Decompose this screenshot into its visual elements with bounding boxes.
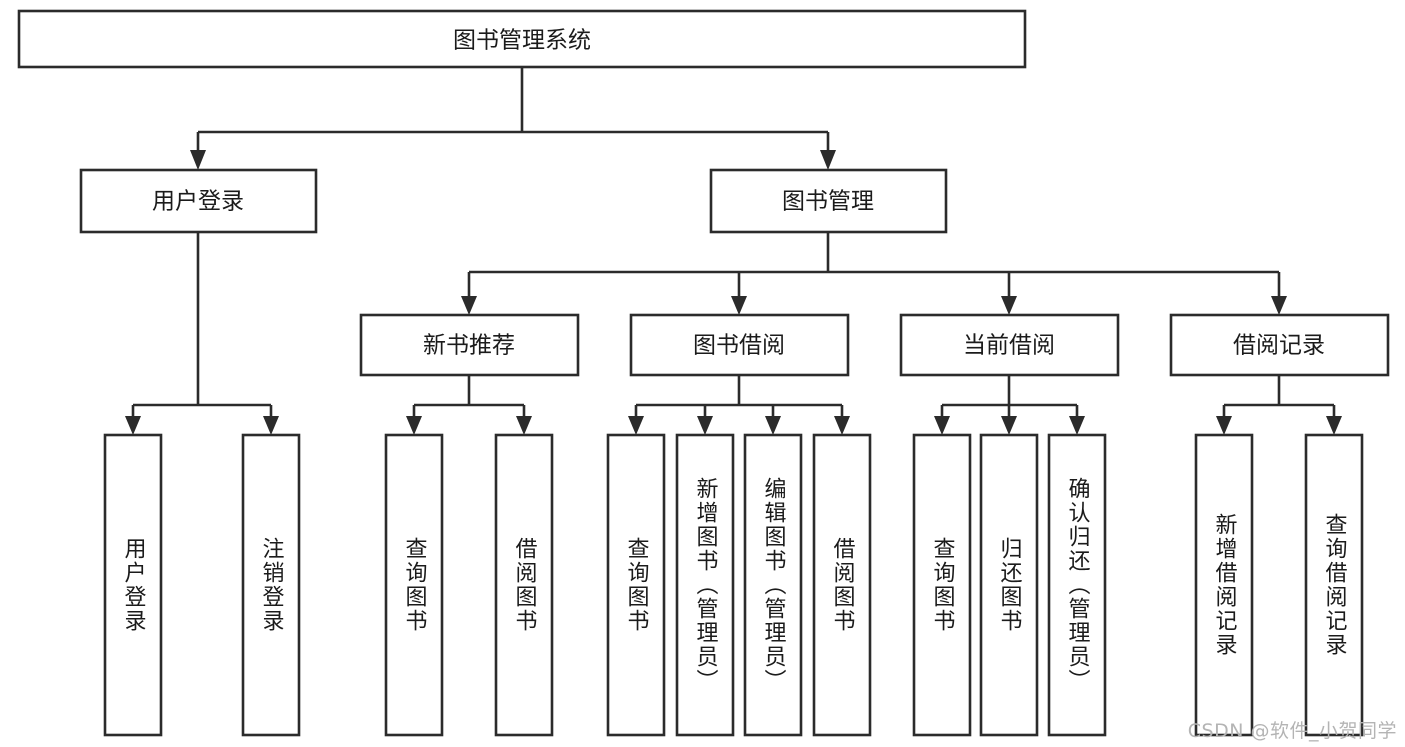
leaf-node-recommend-borrow-book-box[interactable] — [494, 433, 554, 737]
node-user-login[interactable]: 用户登录 — [79, 168, 318, 234]
connector-layer — [125, 67, 1342, 435]
leaf-node-add-book-admin[interactable]: 新增图书（管理员） — [675, 433, 735, 737]
leaf-node-current-query-book-box[interactable] — [912, 433, 972, 737]
arrowhead-borrow-leaf-3 — [765, 416, 781, 435]
leaf-node-confirm-return-admin[interactable]: 确认归还（管理员） — [1047, 433, 1107, 737]
arrowhead-record-leaf-2 — [1326, 416, 1342, 435]
arrowhead-borrow-leaf-4 — [834, 416, 850, 435]
arrowhead-leaf-logout — [263, 416, 279, 435]
arrowhead-current-borrow — [1001, 296, 1017, 315]
leaf-node-user-login-box[interactable] — [103, 433, 163, 737]
node-current-borrow-box[interactable] — [899, 313, 1120, 377]
arrowhead-borrow-leaf-2 — [697, 416, 713, 435]
node-current-borrow[interactable]: 当前借阅 — [899, 313, 1120, 377]
arrowhead-borrow-leaf-1 — [628, 416, 644, 435]
arrowhead-leaf-user-login — [125, 416, 141, 435]
arrowhead-current-leaf-1 — [934, 416, 950, 435]
leaf-node-recommend-query-book-label: 查询图书 — [402, 537, 428, 633]
leaf-node-user-login-label: 用户登录 — [121, 537, 147, 633]
leaf-node-borrow-book-label: 借阅图书 — [830, 537, 856, 633]
leaf-node-borrow-query-book-label: 查询图书 — [624, 537, 650, 633]
leaf-node-query-borrow-record[interactable]: 查询借阅记录 — [1304, 433, 1364, 737]
arrowhead-current-leaf-3 — [1069, 416, 1085, 435]
leaf-node-logout[interactable]: 注销登录 — [241, 433, 301, 737]
node-book-manage[interactable]: 图书管理 — [709, 168, 948, 234]
leaf-node-recommend-query-book-box[interactable] — [384, 433, 444, 737]
leaf-node-borrow-query-book[interactable]: 查询图书 — [606, 433, 666, 737]
node-root-box[interactable] — [17, 9, 1027, 69]
leaf-node-recommend-borrow-book[interactable]: 借阅图书 — [494, 433, 554, 737]
node-user-login-box[interactable] — [79, 168, 318, 234]
leaf-node-current-query-book[interactable]: 查询图书 — [912, 433, 972, 737]
leaf-node-add-borrow-record-label: 新增借阅记录 — [1212, 513, 1238, 657]
node-book-borrow-box[interactable] — [629, 313, 850, 377]
leaf-node-add-book-admin-box[interactable] — [675, 433, 735, 737]
leaf-node-return-book-label: 归还图书 — [997, 537, 1023, 633]
csdn-watermark: CSDN @软件_小贺同学 — [1187, 720, 1397, 742]
leaf-node-query-borrow-record-box[interactable] — [1304, 433, 1364, 737]
leaf-node-add-borrow-record[interactable]: 新增借阅记录 — [1194, 433, 1254, 737]
leaf-node-user-login[interactable]: 用户登录 — [103, 433, 163, 737]
arrowhead-current-leaf-2 — [1001, 416, 1017, 435]
leaf-node-query-borrow-record-label: 查询借阅记录 — [1322, 513, 1348, 657]
node-borrow-record[interactable]: 借阅记录 — [1169, 313, 1390, 377]
leaf-node-confirm-return-admin-box[interactable] — [1047, 433, 1107, 737]
leaf-node-logout-box[interactable] — [241, 433, 301, 737]
leaf-node-recommend-borrow-book-label: 借阅图书 — [512, 537, 538, 633]
arrowhead-user-login — [190, 150, 206, 170]
node-new-book-recommend-box[interactable] — [359, 313, 580, 377]
node-borrow-record-box[interactable] — [1169, 313, 1390, 377]
node-new-book-recommend[interactable]: 新书推荐 — [359, 313, 580, 377]
arrowhead-recommend-leaf-2 — [516, 416, 532, 435]
leaf-node-confirm-return-admin-label: 确认归还（管理员） — [1065, 477, 1091, 693]
leaf-node-edit-book-admin-label: 编辑图书（管理员） — [761, 477, 787, 693]
leaf-node-recommend-query-book[interactable]: 查询图书 — [384, 433, 444, 737]
node-new-book-recommend-label: 新书推荐 — [423, 333, 515, 359]
leaf-node-current-query-book-label: 查询图书 — [930, 537, 956, 633]
arrowhead-recommend-leaf-1 — [406, 416, 422, 435]
leaf-node-return-book-box[interactable] — [979, 433, 1039, 737]
node-root[interactable]: 图书管理系统 — [17, 9, 1027, 69]
leaf-node-add-book-admin-label: 新增图书（管理员） — [693, 477, 719, 693]
node-current-borrow-label: 当前借阅 — [963, 333, 1055, 359]
leaf-node-edit-book-admin-box[interactable] — [743, 433, 803, 737]
arrowhead-borrow-record — [1271, 296, 1287, 315]
node-book-manage-box[interactable] — [709, 168, 948, 234]
node-book-borrow[interactable]: 图书借阅 — [629, 313, 850, 377]
node-book-borrow-label: 图书借阅 — [693, 333, 785, 359]
node-book-manage-label: 图书管理 — [782, 189, 874, 215]
node-user-login-label: 用户登录 — [152, 189, 244, 215]
leaf-node-add-borrow-record-box[interactable] — [1194, 433, 1254, 737]
leaf-node-edit-book-admin[interactable]: 编辑图书（管理员） — [743, 433, 803, 737]
leaf-node-borrow-query-book-box[interactable] — [606, 433, 666, 737]
node-root-label: 图书管理系统 — [453, 28, 591, 54]
arrowhead-record-leaf-1 — [1216, 416, 1232, 435]
arrowhead-book-borrow — [731, 296, 747, 315]
arrowhead-book-manage — [820, 150, 836, 170]
leaf-node-borrow-book-box[interactable] — [812, 433, 872, 737]
node-borrow-record-label: 借阅记录 — [1233, 333, 1325, 359]
leaf-node-logout-label: 注销登录 — [259, 537, 285, 633]
arrowhead-new-book-recommend — [461, 296, 477, 315]
leaf-node-return-book[interactable]: 归还图书 — [979, 433, 1039, 737]
leaf-node-borrow-book[interactable]: 借阅图书 — [812, 433, 872, 737]
